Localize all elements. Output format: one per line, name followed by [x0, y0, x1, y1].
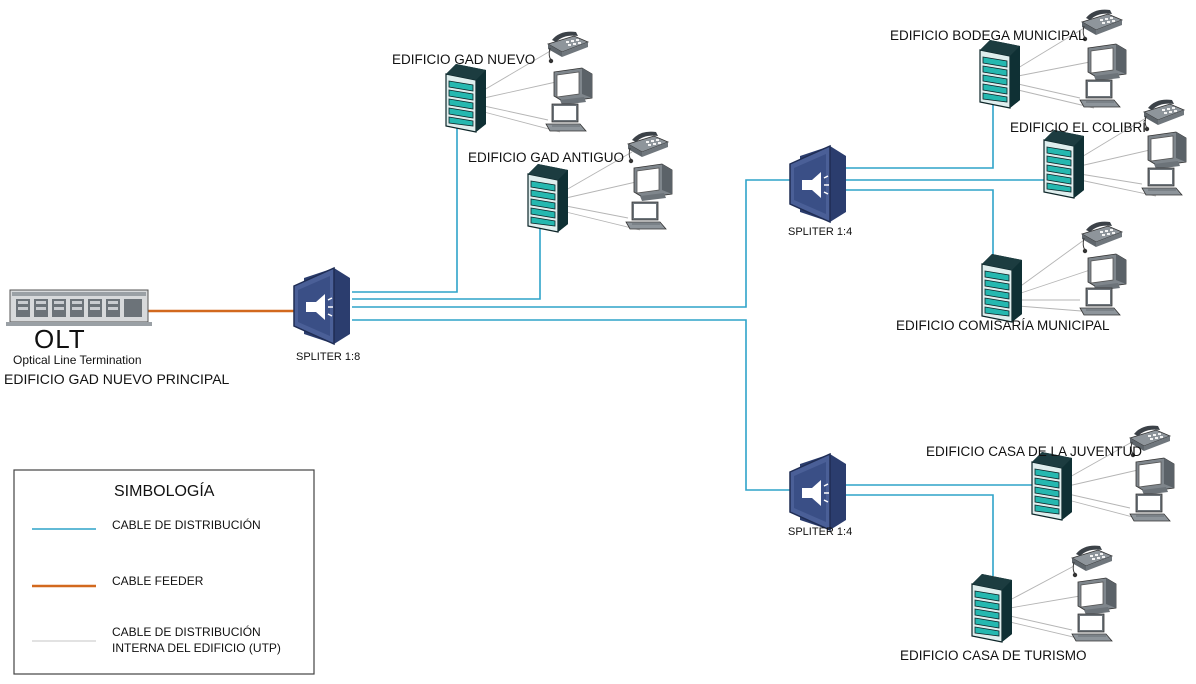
legend-utp-label-line1: CABLE DE DISTRIBUCIÓN	[112, 624, 261, 639]
laptop-icon	[545, 103, 587, 132]
telephone-icon	[1143, 99, 1185, 132]
monitor-icon	[553, 67, 593, 106]
server-icon	[971, 573, 1013, 643]
building-label: EDIFICIO BODEGA MUNICIPAL	[890, 28, 1086, 43]
laptop-icon	[1141, 167, 1183, 196]
building-label: EDIFICIO CASA DE LA JUVENTUD	[926, 444, 1142, 459]
legend-feeder-label: CABLE FEEDER	[112, 574, 204, 588]
splitter-lower-label: SPLITER 1:4	[788, 526, 852, 538]
laptop-icon	[1071, 613, 1113, 642]
legend-utp-label-line2: INTERNA DEL EDIFICIO (UTP)	[112, 641, 281, 655]
laptop-icon	[1079, 287, 1121, 316]
olt-title: OLT	[34, 324, 86, 354]
telephone-icon	[547, 31, 589, 64]
cable-to-casa-turismo	[846, 494, 994, 576]
legend: SIMBOLOGÍA CABLE DE DISTRIBUCIÓN CABLE F…	[13, 469, 315, 675]
building-gad-nuevo: EDIFICIO GAD NUEVO	[392, 31, 593, 133]
building-label: EDIFICIO EL COLIBRÍ	[1010, 120, 1146, 135]
olt-location: EDIFICIO GAD NUEVO PRINCIPAL	[4, 371, 230, 387]
cable-to-gad-antiguo	[352, 226, 541, 300]
splitter-upper-icon	[789, 145, 847, 223]
legend-distribution-label: CABLE DE DISTRIBUCIÓN	[112, 517, 261, 532]
telephone-icon	[1071, 545, 1113, 578]
building-gad-antiguo: EDIFICIO GAD ANTIGUO	[468, 131, 673, 233]
server-icon	[981, 253, 1023, 323]
laptop-icon	[1129, 493, 1171, 522]
laptop-icon	[625, 201, 667, 230]
cable-to-comisaria	[846, 189, 994, 256]
splitter-upper-label: SPLITER 1:4	[788, 226, 852, 238]
monitor-icon	[633, 163, 673, 202]
monitor-icon	[1135, 457, 1175, 496]
building-label: EDIFICIO CASA DE TURISMO	[900, 648, 1087, 663]
cable-to-splitter-lower	[352, 319, 790, 491]
telephone-icon	[1081, 9, 1123, 42]
server-icon	[979, 39, 1021, 109]
olt-subtitle: Optical Line Termination	[13, 353, 142, 367]
cable-to-splitter-upper	[352, 179, 790, 308]
cable-to-gad-nuevo	[352, 126, 458, 293]
building-bodega-municipal: EDIFICIO BODEGA MUNICIPAL	[890, 9, 1127, 109]
building-el-colibri: EDIFICIO EL COLIBRÍ	[1010, 99, 1187, 199]
building-casa-juventud: EDIFICIO CASA DE LA JUVENTUD	[926, 425, 1175, 522]
laptop-icon	[1079, 79, 1121, 108]
building-label: EDIFICIO GAD NUEVO	[392, 52, 535, 67]
building-label: EDIFICIO COMISARÍA MUNICIPAL	[896, 318, 1110, 333]
legend-title: SIMBOLOGÍA	[114, 481, 215, 500]
telephone-icon	[1081, 221, 1123, 254]
server-icon	[1031, 451, 1073, 521]
telephone-icon	[627, 131, 669, 164]
monitor-icon	[1077, 577, 1117, 616]
building-casa-turismo: EDIFICIO CASA DE TURISMO	[900, 545, 1117, 663]
splitter-main-icon	[293, 267, 351, 345]
server-icon	[527, 163, 569, 233]
building-label: EDIFICIO GAD ANTIGUO	[468, 150, 624, 165]
distribution-cables	[352, 102, 1044, 576]
splitter-main-label: SPLITER 1:8	[296, 351, 360, 363]
olt-device	[6, 289, 152, 326]
splitter-lower-icon	[789, 453, 847, 531]
server-icon	[445, 63, 487, 133]
cable-to-bodega-municipal	[846, 102, 994, 169]
monitor-icon	[1087, 43, 1127, 82]
legend-box	[13, 469, 315, 675]
server-icon	[1043, 129, 1085, 199]
monitor-icon	[1147, 131, 1187, 170]
monitor-icon	[1087, 253, 1127, 292]
building-comisaria-municipal: EDIFICIO COMISARÍA MUNICIPAL	[896, 221, 1127, 333]
